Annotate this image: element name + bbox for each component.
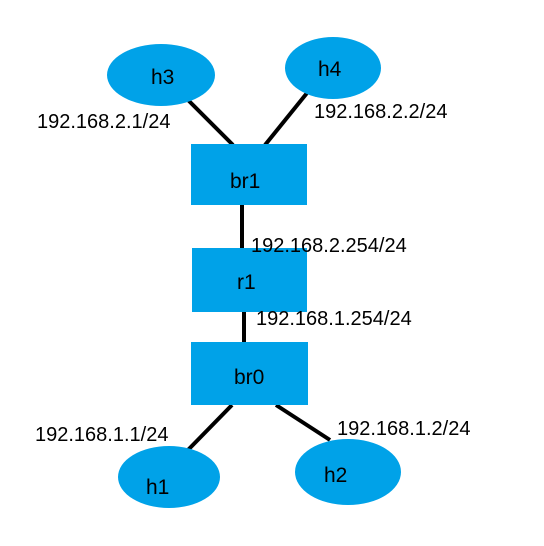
host-h3-label: h3 <box>151 66 174 89</box>
ip-label-h1: 192.168.1.1/24 <box>35 424 168 446</box>
host-h4-shape[interactable] <box>285 37 381 99</box>
host-h1-shape[interactable] <box>118 446 220 508</box>
bridge-br1-label: br1 <box>230 170 260 193</box>
bridge-br0-box[interactable] <box>191 342 308 405</box>
host-h1-label: h1 <box>146 476 169 499</box>
bridge-br1-box[interactable] <box>191 144 307 205</box>
ip-label-r1-br1: 192.168.2.254/24 <box>251 235 407 257</box>
link-br0-h2 <box>274 403 332 442</box>
host-h2-label: h2 <box>324 464 347 487</box>
link-h3-br1 <box>185 97 235 147</box>
bridge-br0-label: br0 <box>234 366 264 389</box>
link-br0-h1 <box>184 403 234 454</box>
host-h2-shape[interactable] <box>295 439 401 505</box>
ip-label-h4: 192.168.2.2/24 <box>314 101 447 123</box>
ip-label-h2: 192.168.1.2/24 <box>337 418 470 440</box>
router-r1-label: r1 <box>237 271 256 294</box>
host-h3-shape[interactable] <box>107 44 215 106</box>
ip-label-r1-br0: 192.168.1.254/24 <box>256 308 412 330</box>
host-h4-label: h4 <box>318 58 342 81</box>
router-r1-box[interactable] <box>192 248 307 312</box>
ip-label-h3: 192.168.2.1/24 <box>37 111 170 133</box>
link-h4-br1 <box>263 91 309 147</box>
